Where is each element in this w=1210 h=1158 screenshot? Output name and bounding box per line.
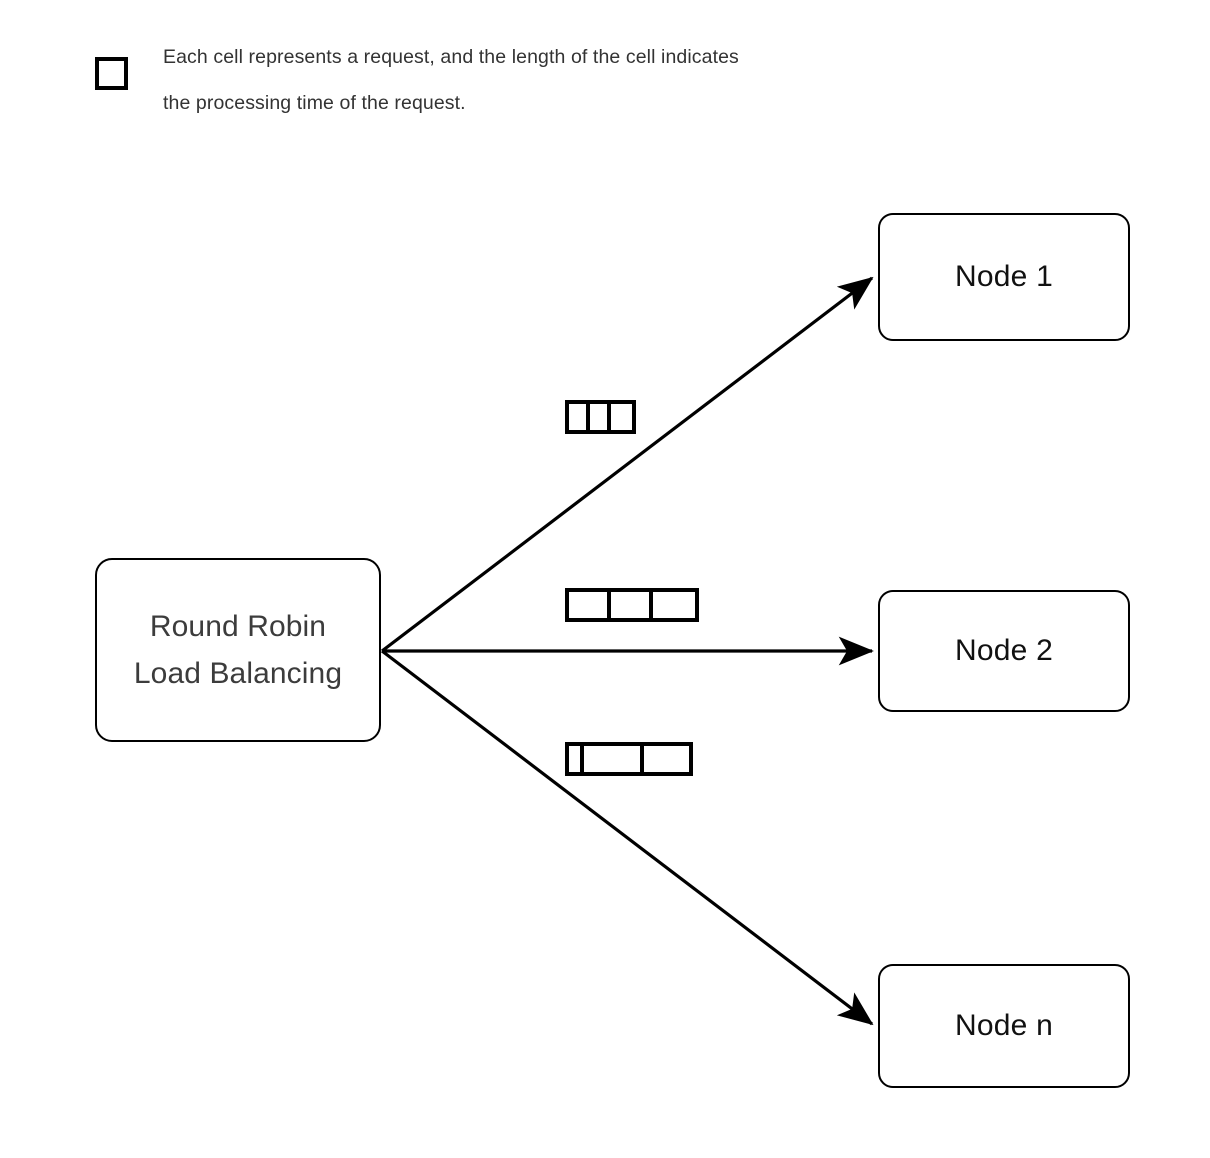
request-cell (590, 404, 611, 430)
node-box-node-n[interactable]: Node n (878, 964, 1130, 1088)
node-label-node-2: Node 2 (955, 634, 1053, 667)
legend-caption: Each cell represents a request, and the … (163, 46, 739, 114)
request-cell (611, 592, 653, 618)
node-box-node-2[interactable]: Node 2 (878, 590, 1130, 712)
request-cell (569, 592, 611, 618)
node-box-node-1[interactable]: Node 1 (878, 213, 1130, 341)
request-cell (644, 746, 689, 772)
node-label-node-n: Node n (955, 1009, 1053, 1042)
request-cell (569, 404, 590, 430)
request-cell (653, 592, 695, 618)
request-cell (611, 404, 632, 430)
load-balancer-box[interactable]: Round Robin Load Balancing (95, 558, 381, 742)
load-balancer-label: Round Robin Load Balancing (133, 610, 343, 690)
request-queue-node-n (565, 742, 693, 776)
request-queue-node-1 (565, 400, 636, 434)
node-label-node-1: Node 1 (955, 260, 1053, 293)
request-queue-node-2 (565, 588, 699, 622)
legend-square-icon (95, 57, 128, 90)
request-cell (569, 746, 584, 772)
arrow-to-node-n (381, 649, 874, 1026)
request-cell (584, 746, 644, 772)
legend: Each cell represents a request, and the … (90, 34, 970, 126)
